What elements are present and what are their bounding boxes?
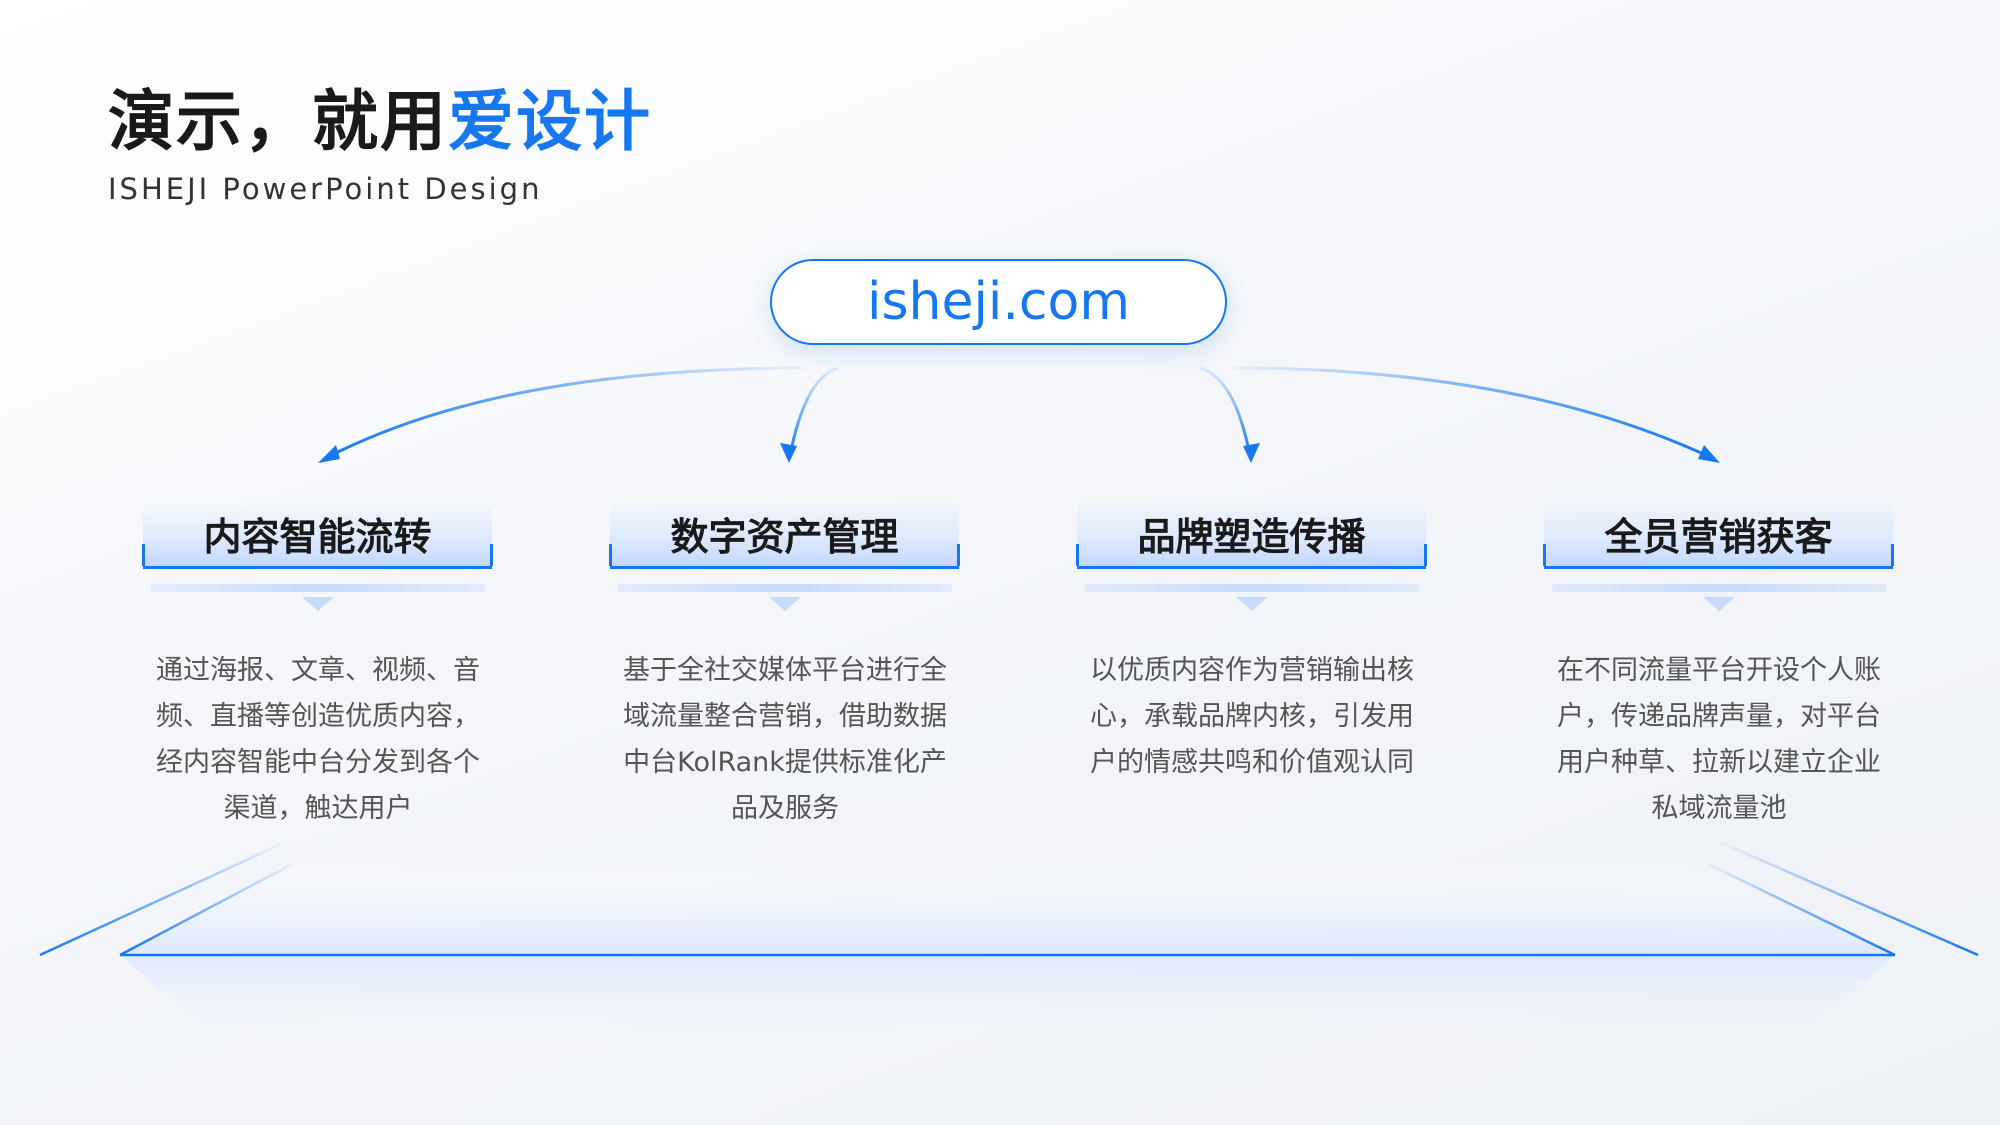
platform-outer-right-edge <box>1714 838 1979 957</box>
card-description-brand-building: 以优质内容作为营销输出核心，承载品牌内核，引发用户的情感共鸣和价值观认同 <box>1090 655 1414 778</box>
card-description-all-staff-marketing: 在不同流量平台开设个人账户，传递品牌声量，对平台用户种草、拉新以建立企业私域流量… <box>1557 655 1881 824</box>
card-title-digital-assets: 数字资产管理 <box>609 500 960 569</box>
page-subtitle: ISHEJI PowerPoint Design <box>108 172 543 206</box>
card-title-brand-building: 品牌塑造传播 <box>1076 500 1427 569</box>
card-pointer-icon <box>769 597 801 611</box>
card-description-digital-assets: 基于全社交媒体平台进行全域流量整合营销，借助数据中台KolRank提供标准化产品… <box>623 655 947 824</box>
title-main: 演示，就用 <box>108 83 448 160</box>
title-highlight: 爱设计 <box>448 83 652 160</box>
platform-right-edge <box>1699 858 1896 957</box>
card-underline-bar <box>151 584 485 592</box>
card-pointer-icon <box>1236 597 1268 611</box>
platform-outer-left-edge <box>39 838 291 957</box>
connector-arrows <box>318 366 1720 463</box>
card-description-content-flow: 通过海报、文章、视频、音频、直播等创造优质内容，经内容智能中台分发到各个渠道，触… <box>156 655 480 824</box>
card-title-content-flow: 内容智能流转 <box>142 500 493 569</box>
card-pointer-icon <box>302 597 334 611</box>
arrow-to-card-1 <box>325 366 806 460</box>
arrowhead-3 <box>1243 443 1260 463</box>
arrowhead-2 <box>780 443 797 463</box>
platform-top-surface <box>120 860 1895 955</box>
arrow-to-card-2 <box>788 366 839 457</box>
card-underline-bar <box>1552 584 1886 592</box>
card-pointer-icon <box>1703 597 1735 611</box>
card-underline-bar <box>1085 584 1419 592</box>
arrowhead-1 <box>318 445 340 463</box>
site-url-badge: isheji.com <box>770 259 1227 345</box>
platform-left-edge <box>119 858 301 957</box>
card-underline-bar <box>618 584 952 592</box>
page-title: 演示，就用爱设计 <box>108 84 652 160</box>
card-title-all-staff-marketing: 全员营销获客 <box>1543 500 1894 569</box>
platform-front-surface <box>120 955 1895 1028</box>
arrowhead-4 <box>1698 445 1720 463</box>
arrow-to-card-4 <box>1231 366 1713 460</box>
arrow-to-card-3 <box>1199 366 1252 457</box>
